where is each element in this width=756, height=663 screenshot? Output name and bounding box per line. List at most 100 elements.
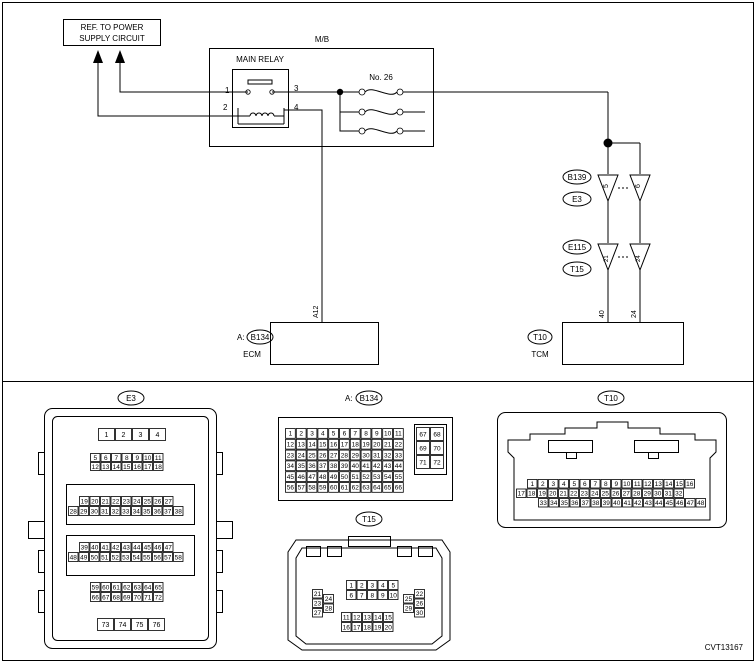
t10-pin-35	[559, 498, 570, 508]
tcm-box[interactable]	[562, 322, 684, 365]
b134-pin-54	[382, 471, 393, 482]
e3-pin-label-45: 45	[144, 544, 152, 551]
e3-pin-label-37: 37	[164, 508, 172, 515]
e3-pin-label-55: 55	[143, 554, 151, 561]
e3-pin-label-30: 30	[91, 508, 99, 515]
e3-pin-15	[121, 462, 132, 471]
b134-pin-24	[295, 449, 307, 461]
b134-pin-label-66: 66	[395, 485, 403, 492]
t15-pin-label-12: 12	[353, 614, 361, 621]
b134-pin-label-19: 19	[362, 442, 370, 449]
fuse-2	[358, 108, 404, 116]
t10-pin-36	[569, 498, 580, 508]
e3-pin-label-42: 42	[112, 544, 120, 551]
relay-pin-4: 4	[294, 103, 299, 112]
relay-pin-3: 3	[294, 84, 299, 93]
e3-pin-31	[99, 506, 110, 516]
e3-pin-label-28: 28	[70, 508, 78, 515]
relay-pin-1: 1	[225, 86, 230, 95]
b134-pin-59	[317, 482, 329, 493]
e3-pin-40	[89, 542, 100, 552]
t15-pin-label-24: 24	[325, 596, 333, 603]
b134-pin-label-40: 40	[352, 463, 360, 470]
e3-title-oval	[117, 390, 145, 406]
t10-pin-label-7: 7	[593, 481, 597, 488]
t10-pin-label-27: 27	[623, 491, 631, 498]
e3-pin-label-1: 1	[105, 432, 109, 439]
b134-pin-71	[416, 455, 430, 469]
fuse-label: No. 26	[369, 73, 393, 82]
e3-pin-label-20: 20	[91, 498, 99, 505]
e3-pin-label-11: 11	[155, 455, 162, 462]
t15-pin-label-9: 9	[381, 592, 385, 599]
t15-pin-21	[312, 589, 323, 599]
e3-pin-52	[110, 552, 121, 562]
b134-pin-34	[285, 460, 296, 472]
b134-pin-label-60: 60	[330, 485, 338, 492]
b134-pin-label-67: 67	[419, 431, 427, 438]
e3-pin-10	[142, 453, 153, 462]
e3-pin-label-31: 31	[101, 508, 109, 515]
e3-pin-label-32: 32	[112, 508, 120, 515]
e3-pin-label-40: 40	[91, 544, 99, 551]
b134-pin-10	[382, 428, 393, 439]
t10-pin-28	[631, 488, 642, 498]
main-relay-label: MAIN RELAY	[236, 55, 285, 64]
e3-pin-label-76: 76	[153, 622, 161, 629]
b134-pin-label-37: 37	[319, 463, 327, 470]
t10-pin-label-6: 6	[583, 481, 587, 488]
e3-pin-label-75: 75	[136, 622, 144, 629]
ecm-label: ECM	[243, 350, 261, 359]
t10-pin-label-38: 38	[592, 500, 600, 507]
e3-pin-55	[141, 552, 152, 562]
b134-pin-label-28: 28	[341, 452, 349, 459]
t15-pin-4	[377, 580, 388, 590]
b134-pin-label-53: 53	[373, 474, 381, 481]
t15-pin-label-19: 19	[374, 624, 382, 631]
tcm-label: TCM	[531, 350, 549, 359]
e3-pin-label-53: 53	[122, 554, 130, 561]
e3-pin-41	[100, 542, 111, 552]
e3-pin-label-23: 23	[123, 498, 131, 505]
e3-pin-44	[131, 542, 142, 552]
e3-pin-54	[131, 552, 142, 562]
ecm-box[interactable]	[270, 322, 379, 365]
b134-pin-32	[382, 449, 393, 461]
arrow-up-2	[115, 50, 125, 63]
ecm-connector-label: B134	[251, 333, 270, 342]
b134-title-oval	[355, 390, 383, 406]
b134-pin-label-51: 51	[352, 474, 360, 481]
e3-pin-72	[153, 592, 164, 602]
e3-pin-32	[110, 506, 121, 516]
conn-e3-label: E3	[572, 195, 582, 204]
e115-pin-21: 21	[604, 255, 610, 262]
b134-pin-label-71: 71	[419, 459, 427, 466]
ecm-connector-oval	[246, 329, 274, 345]
ref-power-supply-box	[63, 19, 161, 46]
t10-pin-41	[622, 498, 633, 508]
b134-pin-61	[339, 482, 350, 493]
e3-pin-label-21: 21	[102, 498, 110, 505]
t10-pin-21	[558, 488, 569, 498]
t10-pin-9	[611, 479, 622, 489]
e3-pin-38	[173, 506, 184, 516]
t10-pin-label-25: 25	[602, 491, 610, 498]
e3-pin-76	[148, 618, 165, 631]
e3-pin-label-62: 62	[123, 584, 131, 591]
e3-pin-label-13: 13	[102, 464, 110, 471]
t15-pin-label-28: 28	[325, 606, 333, 613]
e3-pin-25	[142, 496, 153, 506]
b134-pin-72	[430, 455, 444, 469]
t10-pin-label-14: 14	[665, 481, 673, 488]
t15-pin-label-25: 25	[405, 596, 413, 603]
b134-pin-62	[349, 482, 361, 493]
b134-pin-57	[295, 482, 307, 493]
b134-pin-44	[393, 460, 404, 472]
b134-pin-label-24: 24	[298, 452, 306, 459]
b134-pin-66	[393, 482, 404, 493]
t10-pin-label-10: 10	[623, 481, 631, 488]
